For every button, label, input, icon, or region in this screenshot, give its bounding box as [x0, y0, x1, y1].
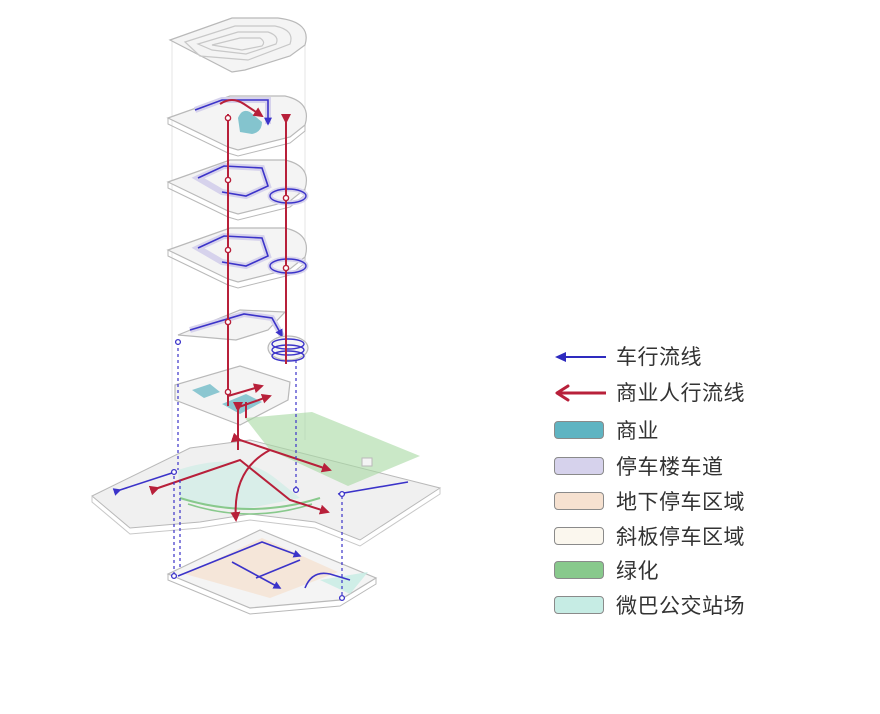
- legend-label: 斜板停车区域: [616, 525, 745, 549]
- swatch-ramp-parking: [554, 527, 604, 545]
- ground-site-plane: [91, 412, 442, 547]
- legend-label: 商业: [616, 419, 659, 443]
- swatch-commercial: [554, 421, 604, 439]
- floor-level-4: [177, 309, 309, 362]
- legend-label: 车行流线: [616, 345, 702, 369]
- floor-roof: [168, 17, 307, 73]
- floor-basement: [166, 529, 378, 615]
- legend-label: 微巴公交站场: [616, 594, 745, 618]
- floor-level-1: [166, 95, 307, 157]
- vehicle-nodes: [170, 338, 346, 602]
- legend-label: 绿化: [616, 559, 659, 583]
- legend-label: 地下停车区域: [616, 490, 745, 514]
- vehicle-flow-arrow-icon: [555, 352, 606, 362]
- swatch-basement-parking: [554, 492, 604, 510]
- pedestrian-vertical-risers: [227, 114, 291, 450]
- pedestrian-flow-arrow-icon: [555, 384, 606, 402]
- swatch-greenery: [554, 561, 604, 579]
- floor-level-3: [166, 227, 309, 289]
- riser-nodes: [224, 114, 290, 396]
- swatch-parking-lane: [554, 457, 604, 475]
- swatch-bus-station: [554, 596, 604, 614]
- legend-label: 停车楼车道: [616, 455, 724, 479]
- legend-label: 商业人行流线: [616, 381, 745, 405]
- vehicle-vertical-connectors: [173, 342, 343, 598]
